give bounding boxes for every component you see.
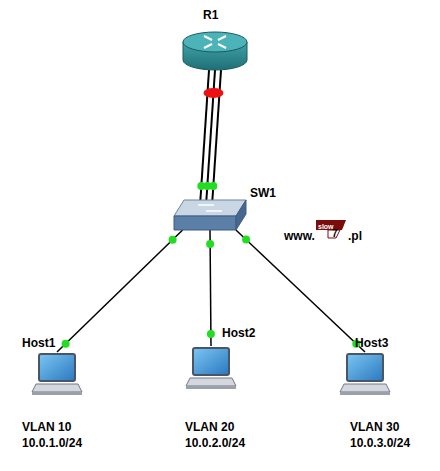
- port-status-up: [62, 340, 70, 348]
- trunk-link: [197, 70, 223, 200]
- subnet-address: 10.0.1.0/24: [22, 436, 82, 450]
- watermark-text: 7: [332, 228, 338, 240]
- port-status-up: [209, 182, 217, 190]
- host-laptop: Host3VLAN 3010.0.3.0/24: [340, 352, 390, 395]
- link-line: [57, 230, 183, 352]
- vlan-name: VLAN 30: [350, 420, 399, 434]
- access-link: [206, 230, 215, 346]
- access-link: [57, 230, 183, 352]
- host-laptop-shape: [186, 346, 236, 389]
- port-status-up: [242, 236, 250, 244]
- port-status-down: [203, 88, 223, 98]
- port-status-up: [207, 330, 215, 338]
- switch-icon-shape: [174, 200, 246, 230]
- port-status-up: [169, 236, 177, 244]
- port-status-up: [206, 240, 214, 248]
- host-laptop: Host2VLAN 2010.0.2.0/24: [186, 346, 236, 389]
- device-name: SW1: [250, 186, 276, 200]
- watermark-text: slow: [318, 221, 334, 233]
- host-laptop-shape: [32, 352, 82, 395]
- host-name: Host1: [22, 336, 55, 350]
- host-name: Host3: [355, 336, 388, 350]
- host-name: Host2: [222, 326, 255, 340]
- router-icon: R1: [182, 30, 248, 70]
- router-icon-shape: [182, 30, 248, 70]
- host-laptop: Host1VLAN 1010.0.1.0/24: [32, 352, 82, 395]
- host-laptop-shape: [340, 352, 390, 395]
- vlan-name: VLAN 10: [22, 420, 71, 434]
- vlan-name: VLAN 20: [185, 420, 234, 434]
- device-name: R1: [203, 8, 218, 22]
- subnet-address: 10.0.3.0/24: [350, 436, 410, 450]
- switch-icon: SW1: [174, 200, 246, 230]
- subnet-address: 10.0.2.0/24: [185, 436, 245, 450]
- watermark-text: .pl: [348, 230, 362, 242]
- watermark-text: www.: [284, 230, 315, 242]
